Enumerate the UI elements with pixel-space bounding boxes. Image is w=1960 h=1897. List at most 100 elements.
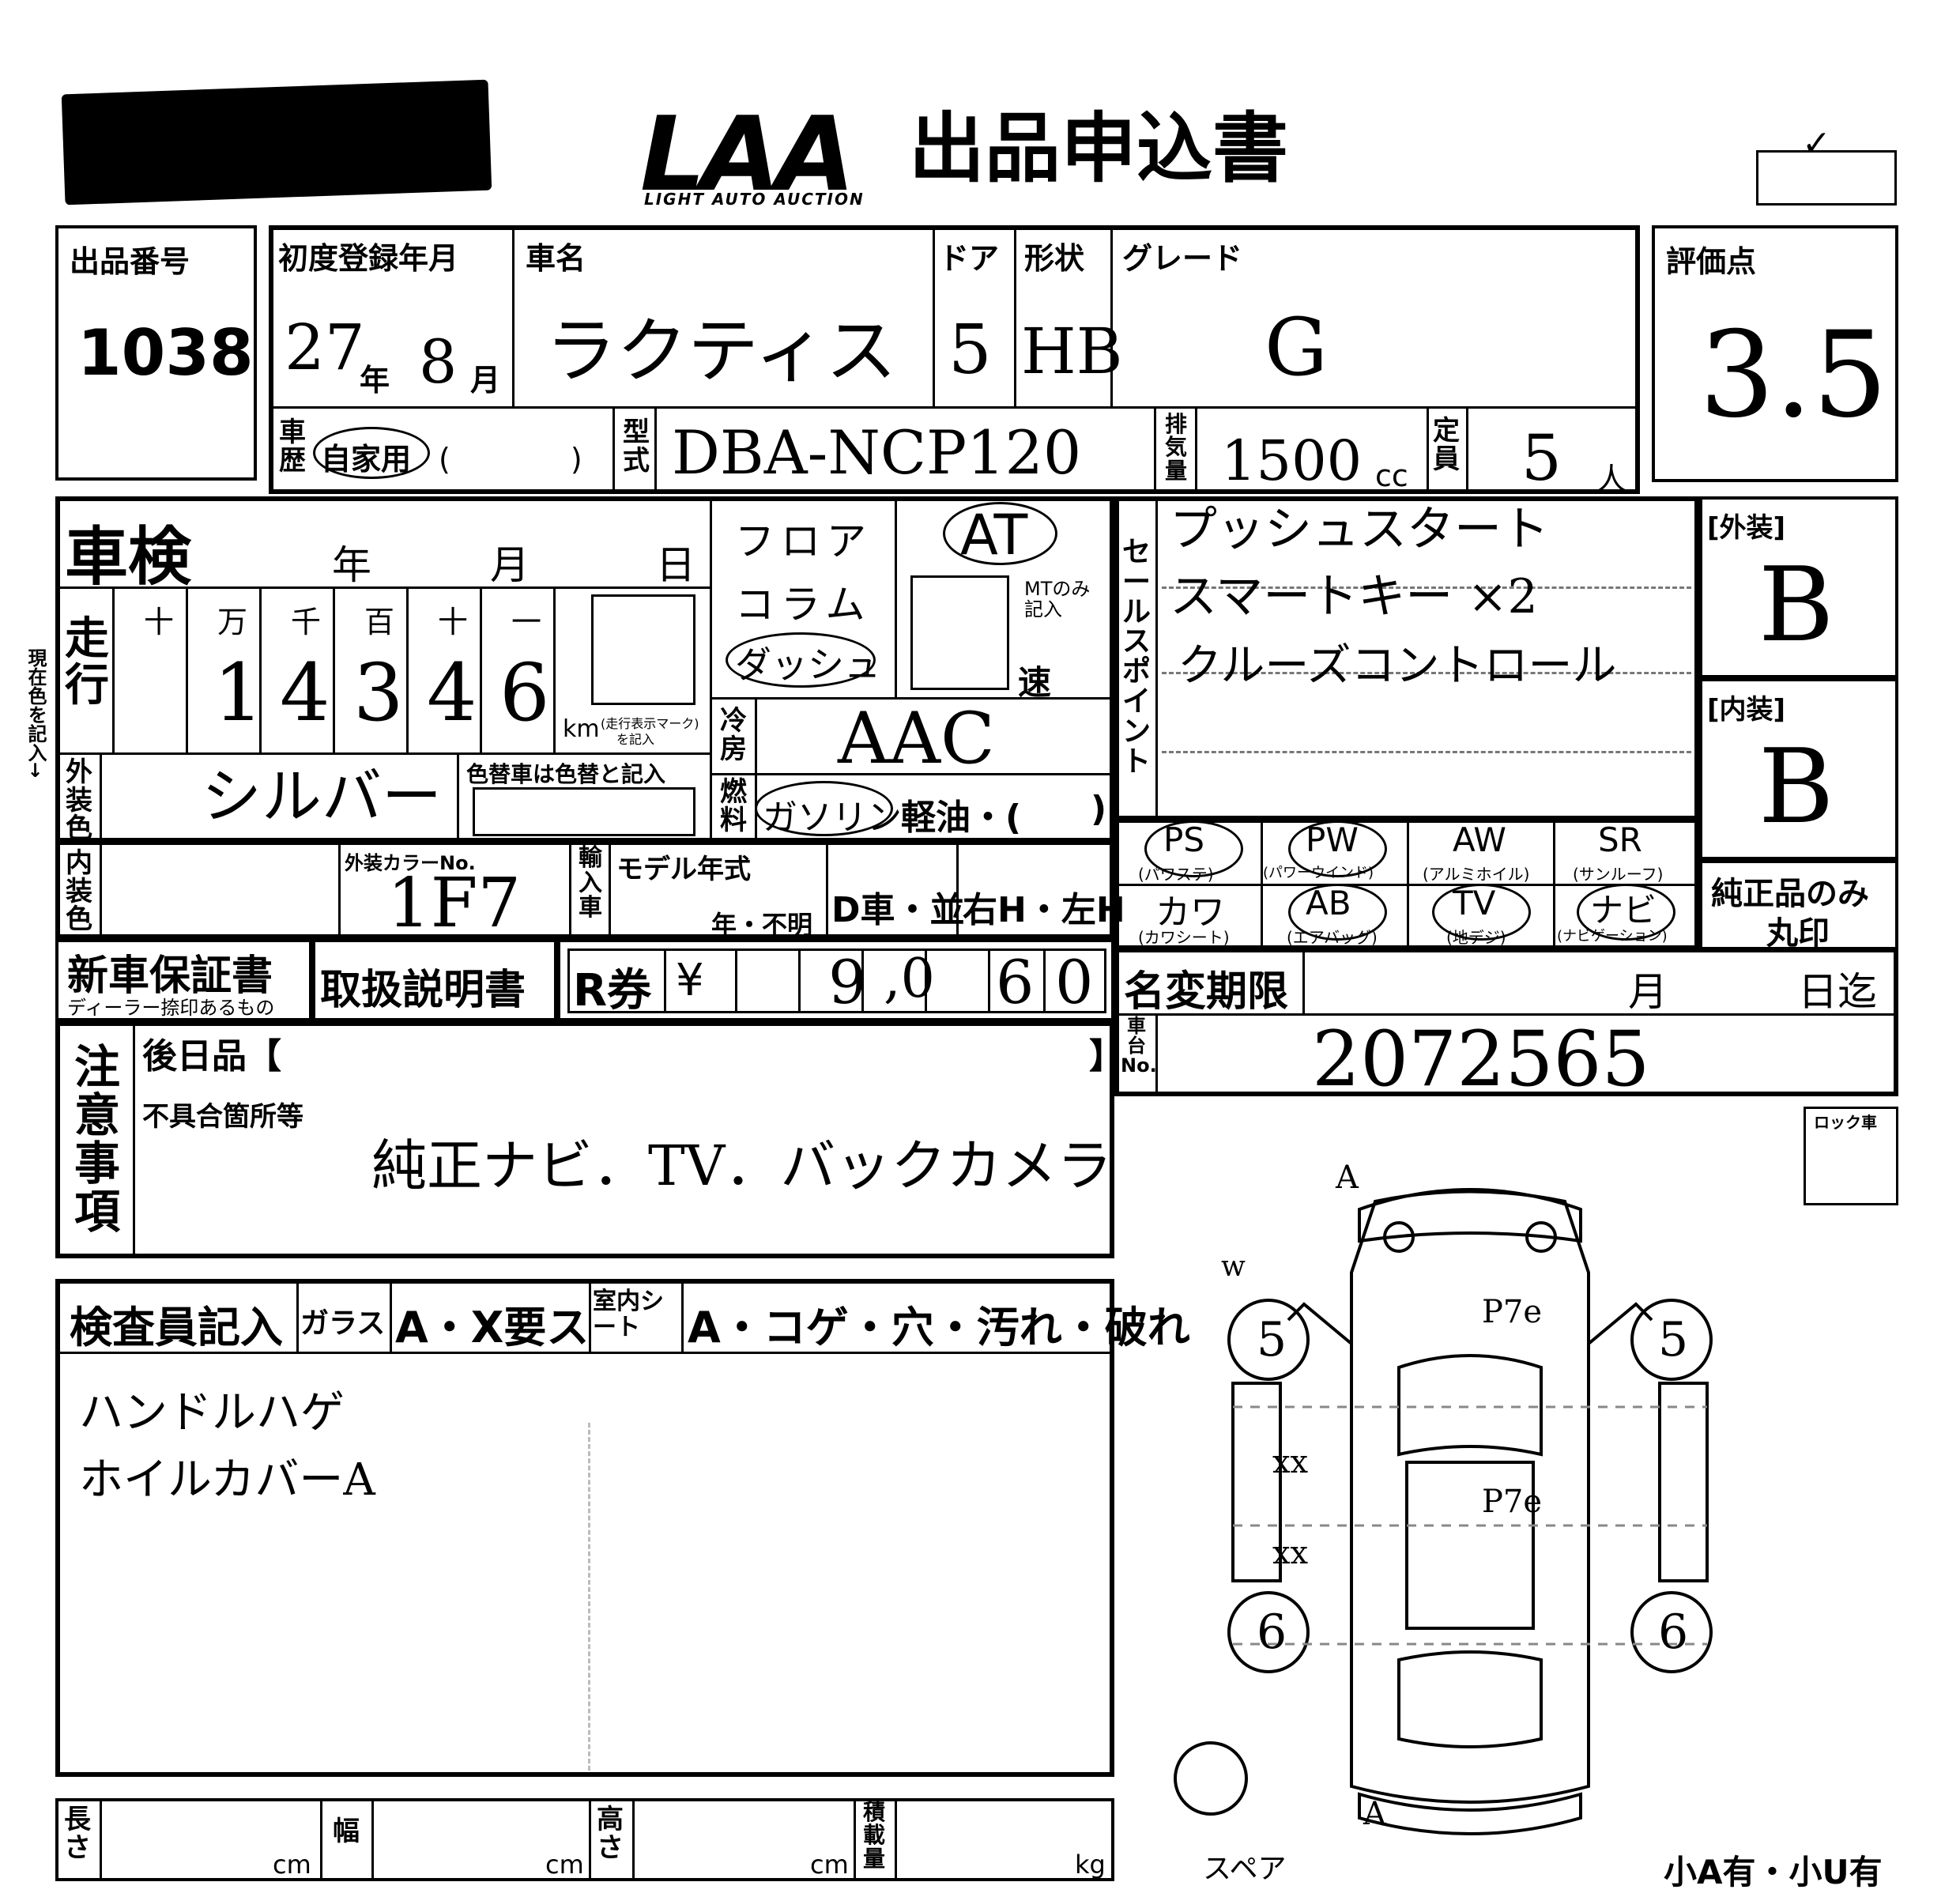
defect-label: 不具合箇所等 xyxy=(142,1101,303,1133)
repaint-box[interactable] xyxy=(473,787,695,836)
logo-text: LAA xyxy=(640,94,855,214)
dim-load-label: 積載量 xyxy=(862,1799,885,1872)
exterior-color-label: 外装色 xyxy=(66,756,92,845)
check-box[interactable] xyxy=(1756,150,1897,206)
lock-box[interactable] xyxy=(1804,1107,1898,1205)
option-sub: (カワシート) xyxy=(1138,928,1230,947)
ext-grade-label: [外装] xyxy=(1707,512,1786,544)
car-name-label: 車名 xyxy=(526,241,586,276)
inspection-year: 年 xyxy=(332,542,371,588)
diagram-mark: xx xyxy=(1272,1535,1309,1571)
dim-length-label: 長さ xyxy=(64,1804,91,1864)
history-value: 自家用 xyxy=(321,442,412,477)
manual-box xyxy=(312,939,557,1021)
interior-row xyxy=(55,843,1114,939)
history-label: 車歴 xyxy=(279,417,306,477)
int-grade-box xyxy=(1699,678,1898,860)
genuine-line1: 純正品のみ xyxy=(1711,876,1869,912)
option-navi-circle xyxy=(1577,884,1675,941)
later-label: 後日品【 xyxy=(142,1036,281,1077)
dim-load-unit: kg xyxy=(1075,1850,1106,1880)
inspector-line: ハンドルハゲ xyxy=(79,1387,345,1439)
model-year-value: 年・不明 xyxy=(711,910,813,940)
reg-month-unit: 月 xyxy=(470,363,501,398)
option-code: AW xyxy=(1453,820,1506,859)
interior-seat-value: A・コゲ・穴・汚れ・破れ xyxy=(688,1303,1190,1352)
inspection-label: 車検 xyxy=(65,520,191,594)
capacity-value: 5 xyxy=(1521,421,1562,495)
ext-grade-box xyxy=(1699,496,1898,678)
notes-box xyxy=(55,1021,1114,1258)
ac-label: 冷房 xyxy=(720,705,747,765)
option-sub: (サンルーフ) xyxy=(1573,865,1664,884)
mileage-digit: 4 xyxy=(427,647,477,739)
warranty-label: 新車保証書 xyxy=(67,952,273,1000)
chassis-label: 車台No. xyxy=(1121,1015,1157,1077)
recycle-digit: 9 xyxy=(828,947,867,1017)
displacement-value: 1500 xyxy=(1221,428,1363,493)
tire-score: 5 xyxy=(1658,1312,1689,1367)
option-ab-circle xyxy=(1288,884,1387,941)
shift-column: コラム xyxy=(735,582,872,628)
score-label: 評価点 xyxy=(1666,244,1757,279)
chassis-value: 2072565 xyxy=(1312,1015,1650,1103)
interior-color-label: 内装色 xyxy=(66,847,92,936)
option-code: SR xyxy=(1598,820,1642,859)
dealer-value: D車・並 xyxy=(831,890,965,930)
option-tv-circle xyxy=(1432,884,1531,941)
fuel-label: 燃料 xyxy=(720,776,747,836)
mileage-digit-label: 万 xyxy=(217,605,248,639)
tire-score: 5 xyxy=(1257,1312,1287,1367)
warranty-sub: ディーラー捺印あるもの xyxy=(67,997,275,1019)
capacity-unit: 人 xyxy=(1596,462,1627,496)
sales-point-box xyxy=(1114,496,1699,820)
mileage-digit-label: 十 xyxy=(438,605,469,639)
fuel-diesel: 軽油・( xyxy=(901,798,1022,838)
color-no-value: 1F7 xyxy=(387,864,522,943)
dim-width-label: 幅 xyxy=(333,1816,360,1847)
glass-value: A・X要ス xyxy=(395,1303,590,1352)
option-sub: (パワステ) xyxy=(1138,865,1214,884)
score-value: 3.5 xyxy=(1699,307,1888,444)
tools-label: 小A有・小U有 xyxy=(1664,1853,1883,1891)
sales-point-line: プッシュスタート xyxy=(1170,502,1549,557)
page-title: 出品申込書 xyxy=(909,104,1288,193)
door-label: ドア xyxy=(939,241,1000,276)
car-name-value: ラクティス xyxy=(545,310,897,393)
option-sub: (地デジ) xyxy=(1446,928,1506,947)
mileage-digit: 4 xyxy=(280,647,330,739)
diagram-mark: A xyxy=(1336,1160,1359,1196)
genuine-box xyxy=(1699,860,1898,950)
check-mark: ✓ xyxy=(1802,123,1831,164)
mileage-note2: を記入 xyxy=(616,732,655,747)
diagram-mark: A xyxy=(1363,1796,1386,1832)
genuine-line2: 丸印 xyxy=(1766,915,1830,952)
capacity-label: 定員 xyxy=(1433,415,1460,475)
redaction-bar xyxy=(61,79,492,206)
displacement-label: 排気量 xyxy=(1164,411,1187,484)
mileage-mark-box[interactable] xyxy=(591,594,695,705)
inspection-month: 月 xyxy=(490,542,530,588)
recycle-box xyxy=(557,939,1114,1021)
sales-point-line: クルーズコントロール xyxy=(1178,640,1617,692)
dim-height-unit: cm xyxy=(810,1850,849,1880)
option-code: カワ xyxy=(1155,892,1225,933)
name-change-day: 日迄 xyxy=(1798,969,1877,1015)
reg-label: 初度登録年月 xyxy=(278,241,459,276)
option-ps-circle xyxy=(1144,820,1243,877)
inspector-label: 検査員記入 xyxy=(70,1303,283,1352)
lock-label: ロック車 xyxy=(1814,1113,1877,1132)
model-value: DBA-NCP120 xyxy=(672,417,1082,488)
reg-month: 8 xyxy=(419,326,458,397)
option-sub: (エアバッグ) xyxy=(1287,928,1378,947)
fuel-close: ) xyxy=(1091,789,1107,829)
lot-number: 1038 xyxy=(77,316,254,390)
name-change-label: 名変期限 xyxy=(1124,968,1289,1016)
shift-dash-circle xyxy=(726,632,876,688)
mt-speed-box[interactable] xyxy=(910,575,1009,690)
int-grade-label: [内装] xyxy=(1707,694,1786,726)
sales-point-label: セールスポイント xyxy=(1121,536,1151,778)
history-circle xyxy=(313,427,430,479)
sales-point-line: スマートキー ×2 xyxy=(1170,569,1538,624)
mileage-digit: 3 xyxy=(353,647,404,739)
